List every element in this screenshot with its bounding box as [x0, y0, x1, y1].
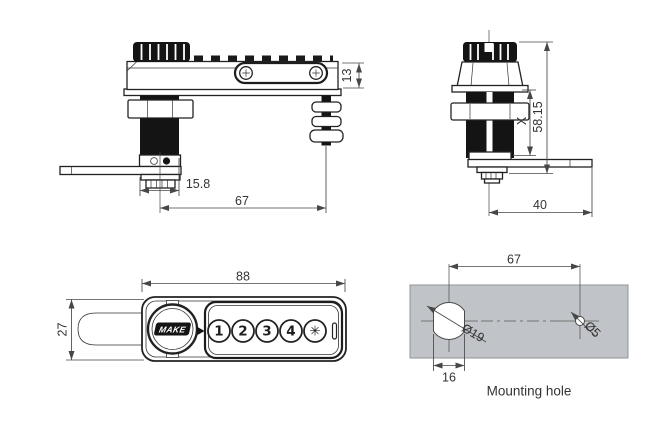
- face-dimensions: 88 27: [56, 270, 346, 361]
- cylinder-front-dimensions: X 58.15 40: [489, 41, 593, 217]
- hex-nut-side: [127, 99, 194, 119]
- cylinder-threaded-front: [466, 92, 514, 158]
- side-view: 13 15.8 67: [59, 42, 364, 213]
- button-1[interactable]: [207, 319, 231, 343]
- dim-body-height: 13: [340, 69, 354, 83]
- pin: [162, 157, 171, 165]
- dial-knob: MAKE: [146, 300, 212, 358]
- knurled-cap-front: [476, 166, 508, 184]
- cylinder-front-view: X 58.15 40: [450, 30, 593, 217]
- led-indicator: [331, 322, 338, 340]
- cam-front: [467, 158, 593, 168]
- mounting-screw-stack: [309, 95, 344, 146]
- screw-plate: [233, 61, 329, 85]
- rear-cam-tab: [77, 312, 148, 346]
- button-4[interactable]: [279, 319, 303, 343]
- svg-text:1: 1: [214, 324, 223, 340]
- dim-cylinder-width: 15.8: [186, 177, 210, 191]
- thumb-knob-side: [133, 42, 190, 62]
- main-mounting-hole: [433, 302, 465, 340]
- side-dimensions: 13 15.8 67: [139, 62, 364, 213]
- dim-face-width: 88: [236, 270, 250, 284]
- knob-pointer-icon: [197, 326, 205, 336]
- svg-text:3: 3: [262, 324, 271, 340]
- pin-hole: [150, 157, 158, 165]
- lock-face-view: MAKE 1 2 3 4 ✳ 88: [56, 270, 347, 362]
- thumb-knob-front: [463, 42, 517, 62]
- dim-cam-length: 40: [533, 198, 547, 212]
- button-snowflake[interactable]: [303, 319, 327, 343]
- dim-total-height: 58.15: [531, 101, 545, 132]
- dim-across-flats: 16: [442, 371, 456, 385]
- hex-flange-front: [451, 61, 529, 93]
- mounting-hole-view: Ø19 Ø5 67 16 Mounting hole: [409, 253, 629, 399]
- button-2[interactable]: [231, 319, 255, 343]
- dim-face-height: 27: [56, 323, 70, 337]
- cylinder-base-step: [468, 151, 512, 161]
- brand-logo-text: MAKE: [158, 325, 187, 335]
- mounting-hole-caption: Mounting hole: [487, 384, 572, 399]
- phillips-screw-icon: [239, 66, 253, 80]
- dim-grip-range: X: [515, 116, 529, 125]
- brand-logo: MAKE: [154, 322, 191, 336]
- dim-center-to-screw: 67: [235, 194, 249, 208]
- dim-hole-spacing: 67: [507, 253, 521, 267]
- snowflake-icon: ✳: [309, 324, 320, 340]
- svg-text:2: 2: [238, 324, 247, 340]
- knurled-cap-side: [140, 173, 181, 189]
- cam-bar-side: [59, 165, 182, 176]
- keypad-buttons: 1 2 3 4 ✳: [207, 319, 338, 343]
- button-3[interactable]: [255, 319, 279, 343]
- phillips-screw-icon: [309, 66, 323, 80]
- svg-text:4: 4: [286, 324, 295, 340]
